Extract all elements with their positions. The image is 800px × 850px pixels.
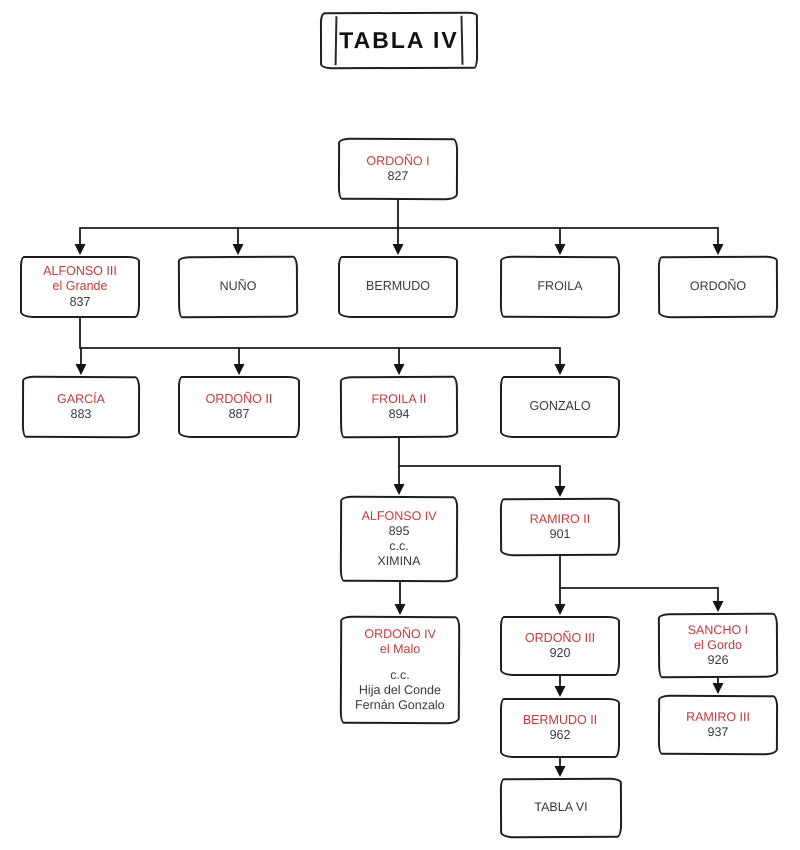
node-detail-line: 920 (549, 646, 571, 660)
tree-node-ordono: ORDOÑO (657, 255, 779, 319)
node-detail-line: 895 (388, 523, 410, 538)
node-name-line: RAMIRO III (686, 709, 751, 724)
node-name-line: FROILA (537, 279, 583, 294)
node-detail-line: 901 (549, 526, 571, 542)
node-detail-line: 827 (387, 168, 409, 184)
node-name-line: ORDOÑO IV (364, 626, 436, 641)
node-name-line: NUÑO (219, 279, 257, 294)
node-detail-line: 894 (388, 406, 410, 422)
node-detail-line: XIMINA (377, 554, 421, 569)
node-detail-line: 837 (69, 294, 91, 309)
node-name-line: el Grande (52, 279, 108, 294)
title-box-left-rule (334, 16, 338, 66)
node-name-line: SANCHO I (687, 622, 749, 637)
node-detail-line: c.c. (390, 667, 410, 682)
node-name-line: ORDOÑO II (205, 391, 273, 406)
node-detail-line: 883 (70, 406, 92, 422)
node-detail-line: Fernán Gonzalo (354, 697, 445, 713)
node-detail-line: 926 (707, 653, 729, 668)
node-detail-line: 887 (228, 407, 250, 421)
tree-node-gonzalo: GONZALO (500, 376, 620, 438)
node-name-line: ORDOÑO III (524, 630, 596, 645)
node-detail-line: 962 (549, 728, 571, 742)
tree-node-bermudo: BERMUDO (338, 256, 458, 318)
node-name-line: GONZALO (529, 399, 591, 414)
title-box-right-rule (460, 15, 464, 65)
node-detail-line: c.c. (389, 538, 409, 554)
node-name-line: ORDOÑO I (366, 153, 430, 168)
node-name-line: el Malo (379, 641, 421, 656)
node-detail-line: 937 (707, 724, 729, 740)
page-title: TABLA IV (339, 26, 459, 54)
node-detail-line: Hija del Conde (358, 682, 441, 698)
node-name-line: TABLA VI (534, 800, 588, 815)
tree-node-nuno: NUÑO (177, 255, 299, 319)
tree-node-froila: FROILA (499, 255, 621, 319)
tree-node-tabla-vi: TABLA VI (499, 777, 623, 839)
node-name-line: BERMUDO II (522, 712, 598, 727)
node-name-line: ALFONSO III (43, 264, 117, 279)
node-name-line: RAMIRO II (529, 511, 591, 526)
node-name-line: FROILA II (371, 391, 427, 406)
node-name-line: BERMUDO (366, 279, 430, 294)
node-name-line: ORDOÑO (689, 279, 747, 294)
node-name-line: el Gordo (693, 637, 743, 653)
title-box: TABLA IV (319, 11, 479, 70)
node-name-line: ALFONSO IV (361, 508, 437, 523)
node-name-line: GARCÍA (57, 391, 106, 406)
